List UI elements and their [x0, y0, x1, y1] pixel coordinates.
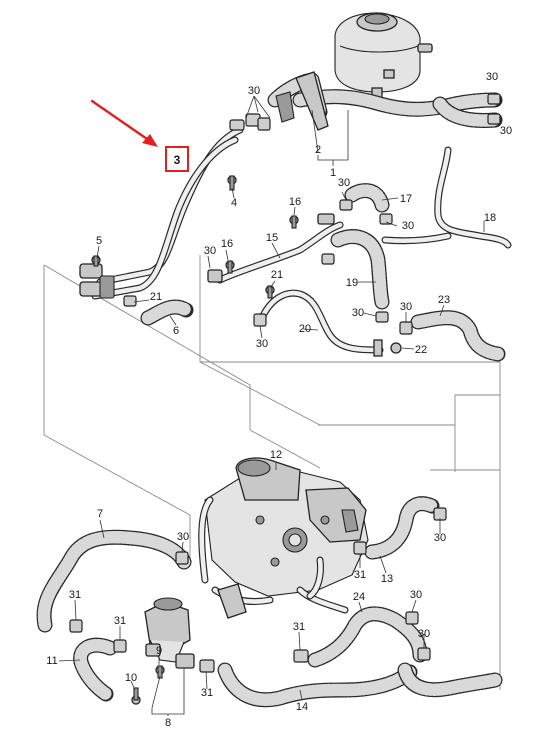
- label-30-tank: 30: [248, 85, 260, 97]
- label-20: 20: [299, 323, 311, 335]
- callout-3: 3: [165, 146, 189, 172]
- label-21-mid: 21: [271, 269, 283, 281]
- hose-7: [36, 529, 192, 633]
- label-19: 19: [346, 277, 358, 289]
- clamp-labels: 30 30 30 30 30 30 30 30 30 30 30 30 30 3…: [69, 71, 512, 699]
- label-30-hose-7: 30: [177, 531, 189, 543]
- label-15: 15: [266, 232, 278, 244]
- hose-6: [123, 295, 194, 326]
- label-30-hose-17: 30: [338, 177, 350, 189]
- label-18: 18: [484, 212, 496, 224]
- label-4: 4: [231, 197, 237, 209]
- bolt-16a: [289, 215, 299, 229]
- label-30-hose-23: 30: [400, 301, 412, 313]
- hose-17: [339, 183, 393, 225]
- valve-8: [144, 597, 195, 669]
- label-12: 12: [270, 449, 282, 461]
- label-21-left: 21: [150, 291, 162, 303]
- pipe-2-stub: [267, 71, 329, 131]
- label-5: 5: [96, 235, 102, 247]
- bolt-4: [227, 175, 237, 191]
- clamps-top-right: [487, 93, 501, 125]
- label-23: 23: [438, 294, 450, 306]
- label-10: 10: [125, 672, 137, 684]
- leader-lines: [58, 95, 485, 716]
- callout-3-label: 3: [174, 153, 181, 167]
- label-31-hose-13: 31: [354, 569, 366, 581]
- hose-19: [321, 229, 390, 310]
- label-16-upper: 16: [289, 196, 301, 208]
- label-8: 8: [165, 717, 171, 729]
- label-9: 9: [156, 645, 162, 657]
- label-30-hose-24-lower: 30: [418, 628, 430, 640]
- pipe-15: [207, 213, 344, 284]
- label-30-pipe-20: 30: [256, 338, 268, 350]
- label-16-lower: 16: [221, 238, 233, 250]
- label-31-hose-14: 31: [201, 687, 213, 699]
- label-24: 24: [353, 591, 365, 603]
- label-31-hose-24: 31: [293, 621, 305, 633]
- bolt-21: [265, 285, 275, 299]
- bolt-9: [155, 665, 165, 679]
- bolt-16b: [225, 260, 235, 274]
- red-pointer-arrow-icon: [90, 99, 158, 147]
- hose-1: [292, 89, 503, 128]
- label-30-pipe-15: 30: [204, 245, 216, 257]
- hose-11: [73, 637, 127, 702]
- label-31-hose-7: 31: [69, 589, 81, 601]
- label-13: 13: [381, 573, 393, 585]
- label-22: 22: [415, 344, 427, 356]
- bolt-5: [91, 255, 101, 267]
- label-2: 2: [315, 144, 321, 156]
- hose-24: [293, 606, 503, 698]
- label-30-pipe-18: 30: [402, 220, 414, 232]
- label-14: 14: [296, 701, 308, 713]
- bolt-22: [390, 342, 402, 354]
- group-frames: [43, 255, 501, 690]
- pump-module-12: [198, 457, 369, 619]
- hose-13: [353, 496, 447, 560]
- pipe-3: [79, 113, 271, 300]
- label-30-hose-19: 30: [352, 307, 364, 319]
- label-31-hose-11: 31: [114, 615, 126, 627]
- label-30-hose-13: 30: [434, 532, 446, 544]
- hose-23: [399, 310, 506, 362]
- label-17: 17: [400, 193, 412, 205]
- expansion-tank: [334, 12, 433, 103]
- label-6: 6: [173, 325, 179, 337]
- label-1: 1: [330, 167, 336, 179]
- pipe-20: [253, 289, 389, 357]
- label-11: 11: [46, 655, 57, 667]
- label-30-hose-24-upper: 30: [410, 589, 422, 601]
- label-7: 7: [97, 508, 103, 520]
- part-labels: 1 2 4 5 6 7 8 9 10 11 12 13 14 15 16 16 …: [46, 144, 496, 729]
- pipe-18: [381, 146, 512, 249]
- bolt-10: [131, 687, 141, 705]
- hose-14: [199, 659, 418, 708]
- label-30-top-right-lower: 30: [500, 125, 512, 137]
- label-30-top-right-upper: 30: [486, 71, 498, 83]
